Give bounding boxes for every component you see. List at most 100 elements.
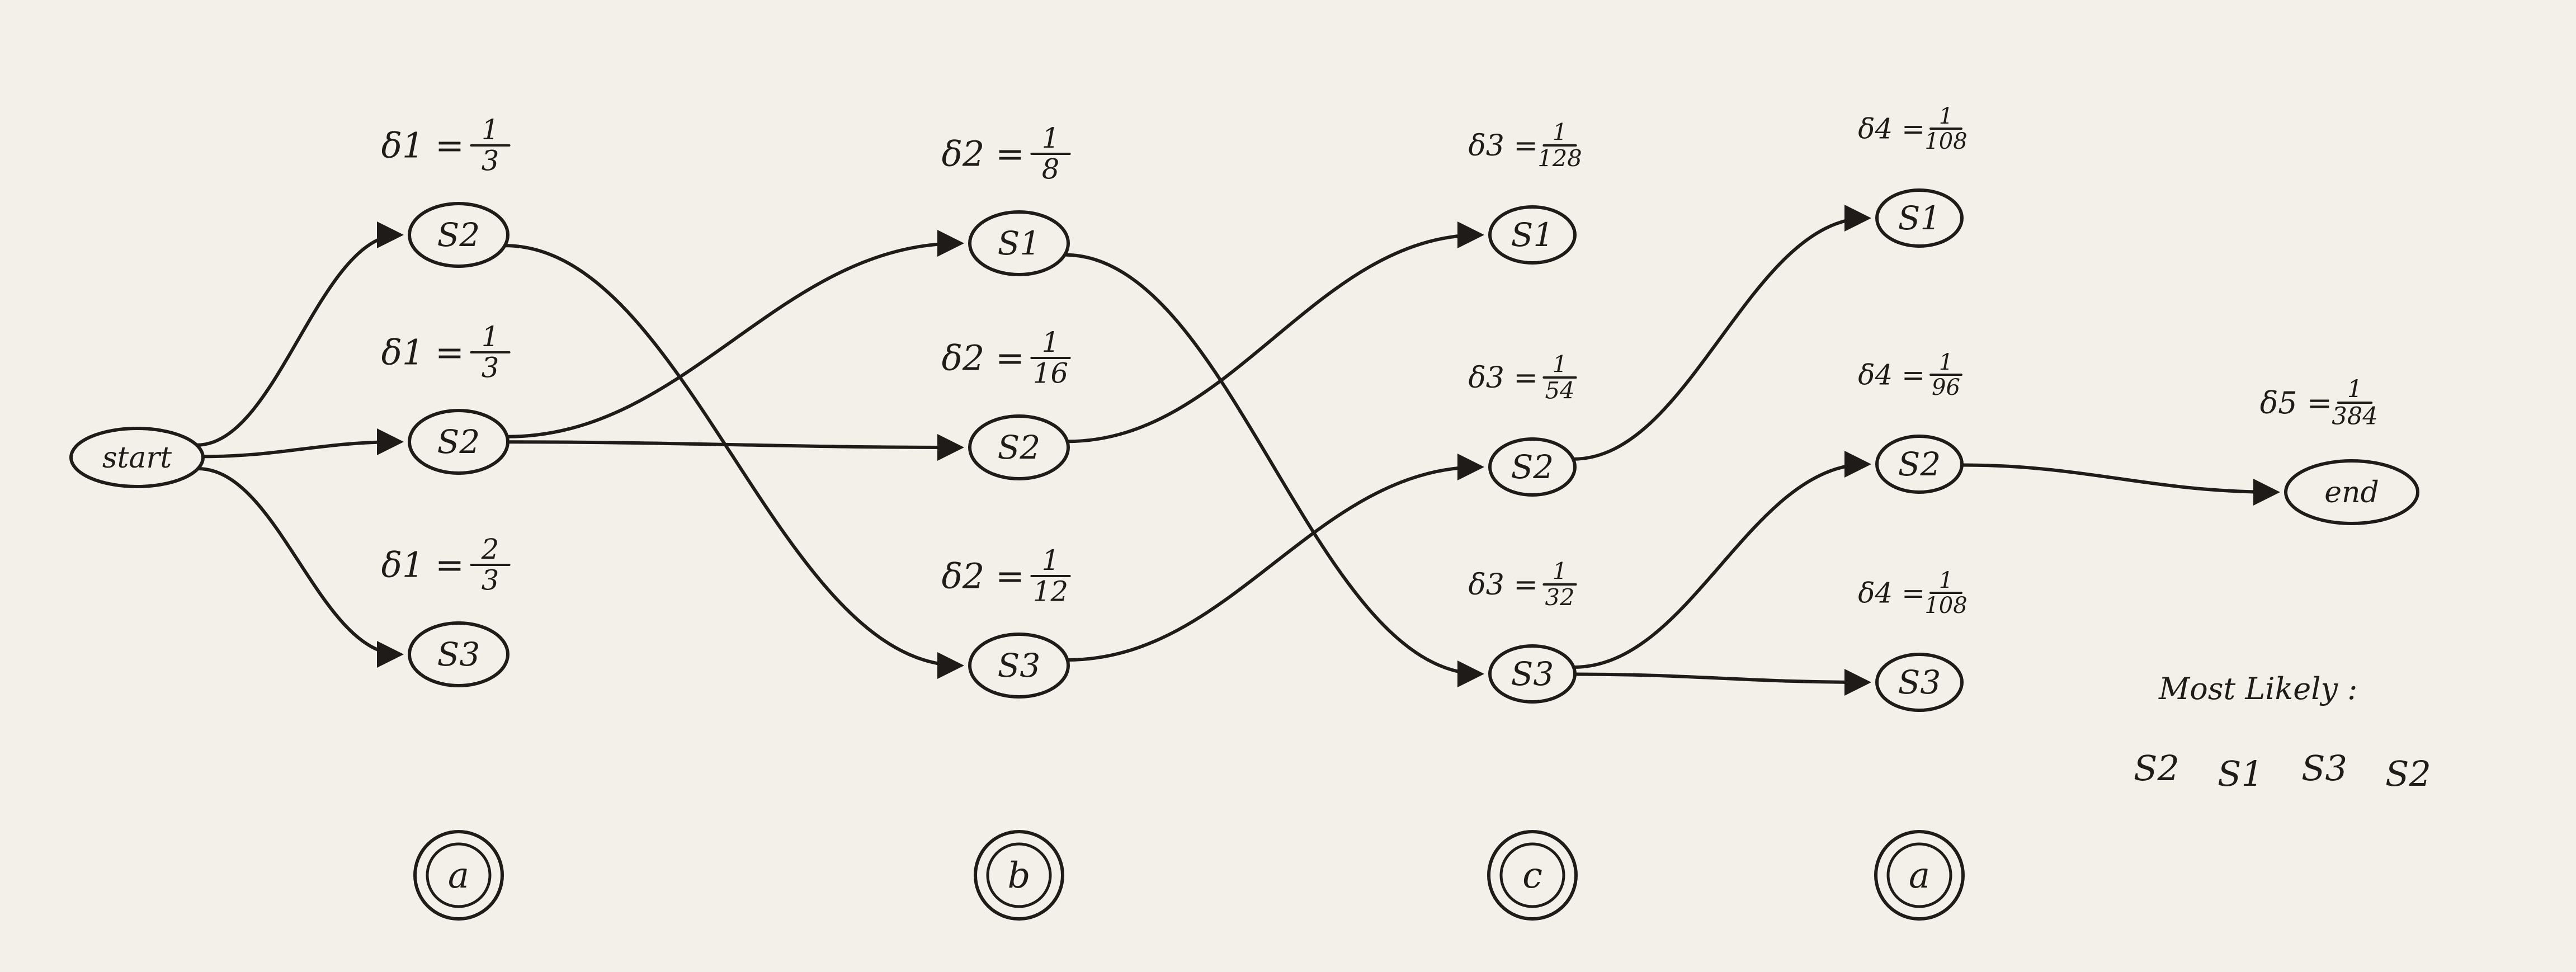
state-node-s2 — [408, 409, 509, 475]
state-node-s2 — [1488, 437, 1577, 497]
transition-arrow — [1065, 221, 1484, 443]
state-node-s2 — [968, 414, 1070, 480]
state-label: S1 — [1898, 199, 1941, 237]
delta-denominator: 8 — [1042, 153, 1060, 186]
state-label: S3 — [437, 635, 480, 673]
delta-symbol: δ3 = — [1469, 568, 1539, 602]
transition-arrow — [195, 221, 404, 447]
observation-symbol: a — [1909, 855, 1930, 896]
state-label: S2 — [1898, 445, 1941, 483]
delta-label: δ2 =116 — [942, 326, 1071, 390]
delta-label: δ1 = 13 — [381, 320, 511, 384]
state-node-s1 — [968, 210, 1070, 276]
end-node-label: end — [2324, 476, 2379, 509]
state-node-s3 — [1488, 644, 1577, 704]
transition-arrow — [1065, 454, 1484, 662]
delta-numerator: 1 — [482, 114, 499, 146]
observation-inner-circle — [426, 842, 492, 908]
delta-label: δ3 = 132 — [1469, 558, 1577, 611]
delta-numerator: 1 — [2347, 375, 2362, 403]
delta-numerator: 1 — [1042, 544, 1060, 577]
state-label: S2 — [998, 428, 1041, 466]
delta-denominator: 3 — [482, 564, 499, 597]
delta-denominator: 3 — [482, 352, 499, 384]
delta-numerator: 1 — [1042, 326, 1060, 358]
delta-numerator: 1 — [1939, 568, 1953, 593]
transition-arrow — [506, 433, 964, 461]
delta-symbol: δ1 = — [381, 545, 464, 586]
state-node-s3 — [1875, 653, 1964, 712]
delta-numerator: 2 — [481, 533, 499, 565]
delta-denominator: 12 — [1033, 575, 1068, 608]
state-label: S1 — [1511, 216, 1554, 254]
transition-arrow — [503, 244, 964, 679]
transition-arrow — [201, 428, 404, 459]
delta-label: δ2 = 18 — [942, 122, 1071, 186]
delta-denominator: 54 — [1545, 376, 1575, 404]
state-label: S3 — [1511, 655, 1554, 693]
delta-numerator: 1 — [1553, 558, 1567, 585]
delta-symbol: δ4 = — [1858, 359, 1925, 391]
most-likely-state: S1 — [2218, 753, 2263, 794]
transition-arrow — [196, 467, 404, 668]
delta-numerator: 1 — [482, 320, 499, 353]
delta-symbol: δ2 = — [942, 134, 1025, 174]
state-label: S1 — [998, 224, 1041, 262]
start-node-label: start — [102, 441, 172, 475]
observation-symbol: b — [1008, 855, 1031, 896]
delta-denominator: 3 — [482, 145, 499, 177]
delta-label: δ4 =196 — [1858, 350, 1962, 400]
delta-numerator: 1 — [1939, 103, 1953, 129]
transition-arrow — [1063, 253, 1484, 687]
state-label: S2 — [437, 216, 480, 254]
state-node-s3 — [968, 633, 1070, 699]
delta-numerator: 1 — [1553, 119, 1567, 146]
delta-numerator: 1 — [1042, 122, 1060, 154]
observation-symbol: c — [1522, 855, 1542, 896]
delta-numerator: 1 — [1939, 350, 1953, 375]
state-node-s1 — [1488, 205, 1577, 265]
state-label: S3 — [998, 647, 1041, 685]
most-likely-state: S3 — [2301, 748, 2347, 789]
state-label: S3 — [1898, 663, 1941, 701]
state-node-s1 — [1875, 188, 1964, 248]
delta-label: δ1 = 23 — [381, 533, 511, 597]
transition-arrow — [505, 230, 964, 438]
delta-denominator: 108 — [1924, 593, 1967, 619]
observation-inner-circle — [1499, 842, 1565, 908]
observation-inner-circle — [986, 842, 1052, 908]
observation-inner-circle — [1886, 842, 1952, 908]
delta-symbol: δ2 = — [942, 556, 1025, 597]
delta-denominator: 32 — [1545, 583, 1575, 611]
observation-outer-circle — [413, 830, 504, 921]
delta-symbol: δ5 = — [2260, 385, 2332, 421]
most-likely-state: S2 — [2134, 748, 2179, 789]
transition-arrow — [1573, 668, 1871, 696]
delta-denominator: 108 — [1924, 129, 1967, 154]
delta-symbol: δ1 = — [381, 125, 464, 166]
observation-outer-circle — [974, 830, 1064, 921]
most-likely-heading: Most Likely : — [2158, 671, 2357, 706]
delta-label: δ1 = 13 — [381, 114, 511, 177]
delta-symbol: δ4 = — [1858, 577, 1925, 610]
delta-denominator: 16 — [1033, 357, 1068, 390]
transition-arrow — [1571, 205, 1871, 461]
delta-label: δ3 =154 — [1469, 351, 1577, 404]
state-node-s2 — [408, 202, 509, 268]
delta-symbol: δ3 = — [1469, 129, 1539, 163]
edges-layer — [195, 205, 2280, 696]
delta-symbol: δ1 = — [381, 332, 464, 373]
delta-denominator: 128 — [1537, 144, 1582, 172]
delta-label: δ2 = 112 — [942, 544, 1071, 608]
transition-arrow — [1960, 463, 2280, 506]
delta-denominator: 384 — [2332, 403, 2377, 431]
most-likely-state: S2 — [2385, 753, 2431, 794]
